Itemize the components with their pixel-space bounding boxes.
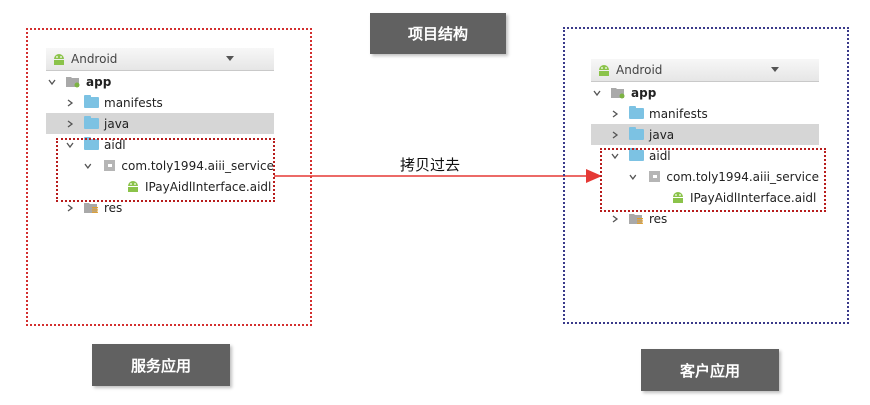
package-icon xyxy=(103,160,116,171)
resource-folder-icon xyxy=(629,212,644,225)
chevron-down-icon xyxy=(66,142,74,148)
tree-label: aidl xyxy=(104,137,126,152)
tree-label: IPayAidlInterface.aidl xyxy=(145,179,272,194)
aidl-highlight-left xyxy=(56,138,275,202)
android-icon xyxy=(54,53,64,65)
chevron-right-icon xyxy=(612,130,619,139)
android-icon xyxy=(599,64,609,76)
resource-folder-icon xyxy=(84,201,99,214)
tree-label: com.toly1994.aiii_service xyxy=(121,158,274,173)
tree-item-package[interactable]: com.toly1994.aiii_service xyxy=(591,166,819,187)
copy-arrow xyxy=(274,169,602,183)
service-app-frame xyxy=(26,28,312,326)
client-app-caption: 客户应用 xyxy=(641,349,779,391)
chevron-down-icon xyxy=(771,67,779,72)
tree-label: IPayAidlInterface.aidl xyxy=(690,190,817,205)
dropdown-label: Android xyxy=(616,63,663,77)
copy-arrow-label: 拷贝过去 xyxy=(400,156,461,174)
tree-item-aidl-file[interactable]: IPayAidlInterface.aidl xyxy=(591,187,819,208)
android-file-icon xyxy=(673,192,683,203)
aidl-highlight-right xyxy=(600,148,826,212)
chevron-right-icon xyxy=(67,119,74,128)
dropdown-label: Android xyxy=(71,52,118,66)
tree-item-app[interactable]: app xyxy=(591,82,819,103)
module-icon xyxy=(611,86,625,99)
client-project-tree: Android app manifests java aidl com.toly… xyxy=(591,59,819,229)
tree-item-res[interactable]: res xyxy=(591,208,819,229)
tree-item-package[interactable]: com.toly1994.aiii_service xyxy=(46,155,274,176)
chevron-down-icon xyxy=(629,174,637,180)
tree-item-java[interactable]: java xyxy=(591,124,819,145)
client-app-frame xyxy=(563,27,849,324)
tree-label: app xyxy=(86,74,112,89)
chevron-down-icon xyxy=(611,153,619,159)
package-icon xyxy=(648,171,661,182)
chevron-down-icon xyxy=(84,163,92,169)
tree-item-java[interactable]: java xyxy=(46,113,274,134)
view-dropdown[interactable]: Android xyxy=(46,48,274,71)
folder-icon xyxy=(84,95,99,108)
tree-item-res[interactable]: res xyxy=(46,197,274,218)
chevron-down-icon xyxy=(48,79,56,85)
tree-label: aidl xyxy=(649,148,671,163)
service-project-tree: Android app manifests java aidl com.toly… xyxy=(46,48,274,218)
tree-label: com.toly1994.aiii_service xyxy=(666,169,819,184)
tree-label: app xyxy=(631,85,657,100)
tree-label: java xyxy=(104,116,130,131)
module-icon xyxy=(66,75,80,88)
tree-label: res xyxy=(649,211,668,226)
chevron-down-icon xyxy=(226,56,234,61)
tree-label: manifests xyxy=(104,95,163,110)
tree-item-app[interactable]: app xyxy=(46,71,274,92)
folder-icon xyxy=(629,127,644,140)
chevron-right-icon xyxy=(612,214,619,223)
tree-item-aidl-file[interactable]: IPayAidlInterface.aidl xyxy=(46,176,274,197)
view-dropdown[interactable]: Android xyxy=(591,59,819,82)
diagram-title: 项目结构 xyxy=(370,13,506,54)
folder-icon xyxy=(629,106,644,119)
chevron-right-icon xyxy=(67,203,74,212)
folder-icon xyxy=(84,116,99,129)
tree-label: res xyxy=(104,200,123,215)
service-app-caption: 服务应用 xyxy=(92,344,230,386)
tree-item-manifests[interactable]: manifests xyxy=(591,103,819,124)
tree-label: java xyxy=(649,127,675,142)
tree-label: manifests xyxy=(649,106,708,121)
tree-item-manifests[interactable]: manifests xyxy=(46,92,274,113)
chevron-right-icon xyxy=(612,109,619,118)
chevron-right-icon xyxy=(67,98,74,107)
android-file-icon xyxy=(128,181,138,192)
chevron-down-icon xyxy=(593,90,601,96)
